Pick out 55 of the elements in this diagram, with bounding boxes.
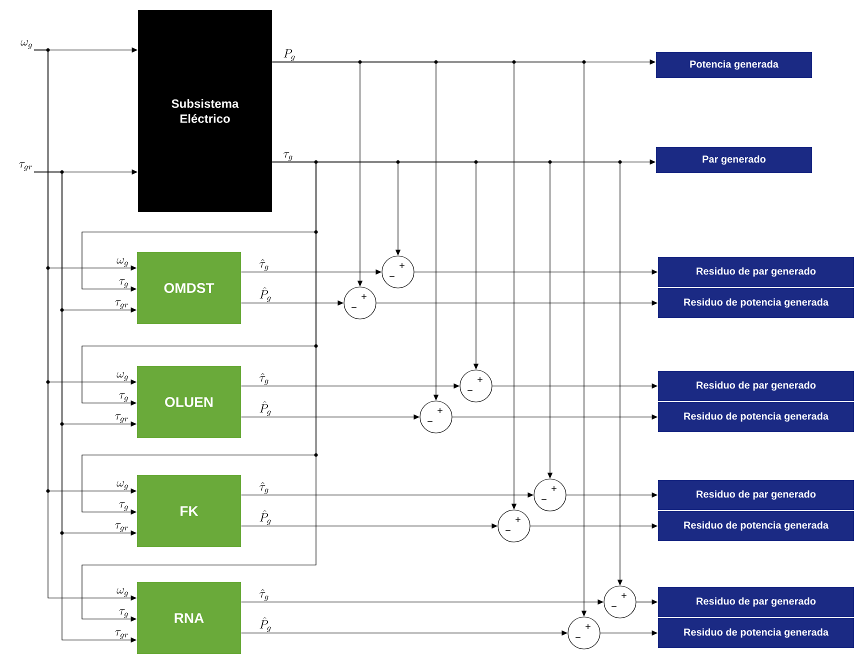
signal-label: $\tau_{gr}$: [19, 162, 32, 171]
summing-junction: + −: [534, 478, 566, 512]
edge-label: $\tau_g$: [119, 609, 128, 618]
summing-junction: + −: [604, 586, 636, 618]
edge-label: $\omega_g$: [116, 258, 128, 267]
residual-box: Residuo de par generado: [658, 587, 854, 617]
edge-label: $\tau_g$: [284, 152, 292, 161]
residual-box: Residuo de par generado: [658, 480, 854, 510]
residual-box: Residuo de potencia generada: [658, 618, 854, 648]
residual-box: Residuo de potencia generada: [658, 511, 854, 541]
edge-label: $P_g$: [284, 49, 295, 61]
edge-label: $\omega_g$: [116, 588, 128, 597]
summing-junction: + −: [498, 510, 530, 542]
summing-junction: + −: [460, 370, 492, 402]
edge-label: $\tau_{gr}$: [115, 414, 128, 423]
edge-label: $\hat{P}_g$: [260, 617, 271, 632]
output-box: Par generado: [656, 147, 812, 173]
node-label: Residuo de potencia generada: [684, 628, 829, 638]
node-label: Residuo de potencia generada: [684, 298, 829, 308]
residual-box: Residuo de potencia generada: [658, 288, 854, 318]
edge-label: $\omega_g$: [116, 481, 128, 490]
node-label: Residuo de potencia generada: [684, 521, 829, 531]
residual-box: Residuo de potencia generada: [658, 402, 854, 432]
summing-junction: + −: [568, 616, 600, 650]
residual-box: Residuo de par generado: [658, 257, 854, 287]
node-label: Residuo de par generado: [696, 597, 816, 607]
edge-label: $\hat{P}_g$: [260, 401, 271, 416]
edge-label: $\tau_{gr}$: [115, 630, 128, 639]
edge-label: $\hat{\tau}_g$: [260, 589, 268, 601]
node-label: Residuo de par generado: [696, 267, 816, 277]
edge-label: $\hat{\tau}_g$: [260, 482, 268, 494]
node-label: Residuo de par generado: [696, 490, 816, 500]
observer-block: OMDST: [137, 252, 241, 324]
edge-label: $\hat{\tau}_g$: [260, 373, 268, 385]
edge-label: $\tau_g$: [119, 279, 128, 288]
signal-label: $\omega_g$: [20, 40, 32, 49]
observer-block: OLUEN: [137, 366, 241, 438]
node-label: Residuo de potencia generada: [684, 412, 829, 422]
edge-label: $\hat{P}_g$: [260, 287, 271, 302]
edge-label: $\hat{P}_g$: [260, 510, 271, 525]
subsystem-block: Subsistema Eléctrico: [138, 10, 272, 212]
edge-label: $\tau_{gr}$: [115, 300, 128, 309]
edge-label: $\omega_g$: [116, 372, 128, 381]
node-label: Residuo de par generado: [696, 381, 816, 391]
summing-junction: + −: [344, 286, 376, 320]
observer-block: FK: [137, 475, 241, 547]
edge-label: $\hat{\tau}_g$: [260, 259, 268, 271]
edge-label: $\tau_{gr}$: [115, 523, 128, 532]
edge-label: $\tau_g$: [119, 502, 128, 511]
output-box: Potencia generada: [656, 52, 812, 78]
summing-junction: + −: [420, 400, 452, 434]
summing-junction: + −: [382, 256, 414, 288]
edge-label: $\tau_g$: [119, 393, 128, 402]
residual-box: Residuo de par generado: [658, 371, 854, 401]
observer-block: RNA: [137, 582, 241, 654]
